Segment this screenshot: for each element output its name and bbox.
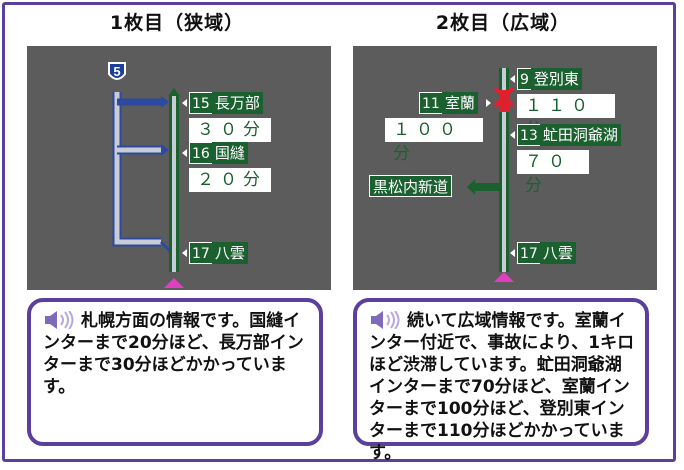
congestion-segment — [499, 90, 509, 112]
message-text: 続いて広域情報です。室蘭インター付近で、事故により、1キロほど渋滞しています。虻… — [369, 311, 635, 463]
time-abuta-toyako: ７０分 — [517, 150, 589, 196]
ic-number: 16 — [189, 142, 212, 164]
branch-highway — [112, 92, 175, 257]
time-oshamambe: ３０分 — [189, 118, 271, 142]
current-position-marker — [494, 272, 514, 282]
panel1-message: 札幌方面の情報です。国縫インターまで20分ほど、長万部インターまで30分ほどかか… — [27, 298, 323, 446]
ic-name: 八雲 — [539, 242, 576, 264]
junction-name: 黒松内新道 — [369, 175, 453, 197]
ic-number: 17 — [189, 242, 212, 264]
ic-number: 9 — [517, 68, 531, 90]
time-noboribetsu-higashi: １１０分 — [517, 94, 615, 140]
route-5-badge: 5 — [108, 62, 126, 80]
ic-name: 登別東 — [530, 68, 582, 90]
route-badge-number: 5 — [113, 64, 120, 79]
panel2-route-diagram — [467, 68, 515, 282]
panel1-title: 1枚目（狭域） — [109, 12, 245, 34]
speaker-icon — [371, 311, 400, 329]
ic-name: 国縫 — [211, 142, 248, 164]
ic-number: 11 — [419, 92, 442, 114]
main-road — [499, 68, 509, 272]
ic-name: 長万部 — [211, 92, 263, 114]
accident-icon — [493, 86, 515, 108]
ic-number: 13 — [517, 124, 540, 146]
ic-name: 室蘭 — [441, 92, 478, 114]
time-muroran: １００分 — [385, 118, 483, 164]
panel2-title: 2枚目（広域） — [435, 12, 571, 34]
panel2-message: 続いて広域情報です。室蘭インター付近で、事故により、1キロほど渋滞しています。虻… — [353, 298, 649, 463]
junction-label-kuromatsunai: 黒松内新道 — [369, 175, 453, 197]
current-position-marker — [164, 278, 184, 288]
message-text: 札幌方面の情報です。国縫インターまで20分ほど、長万部インターまで30分ほどかか… — [43, 311, 304, 397]
ic-name: 虻田洞爺湖 — [539, 124, 621, 146]
junction-road — [467, 179, 499, 195]
ic-number: 15 — [189, 92, 212, 114]
main-road — [168, 88, 180, 272]
ic-name: 八雲 — [211, 242, 248, 264]
speaker-icon — [45, 311, 74, 329]
panel1-route-diagram: 5 — [108, 62, 184, 288]
time-kunnui: ２０分 — [189, 168, 271, 192]
ic-number: 17 — [517, 242, 540, 264]
